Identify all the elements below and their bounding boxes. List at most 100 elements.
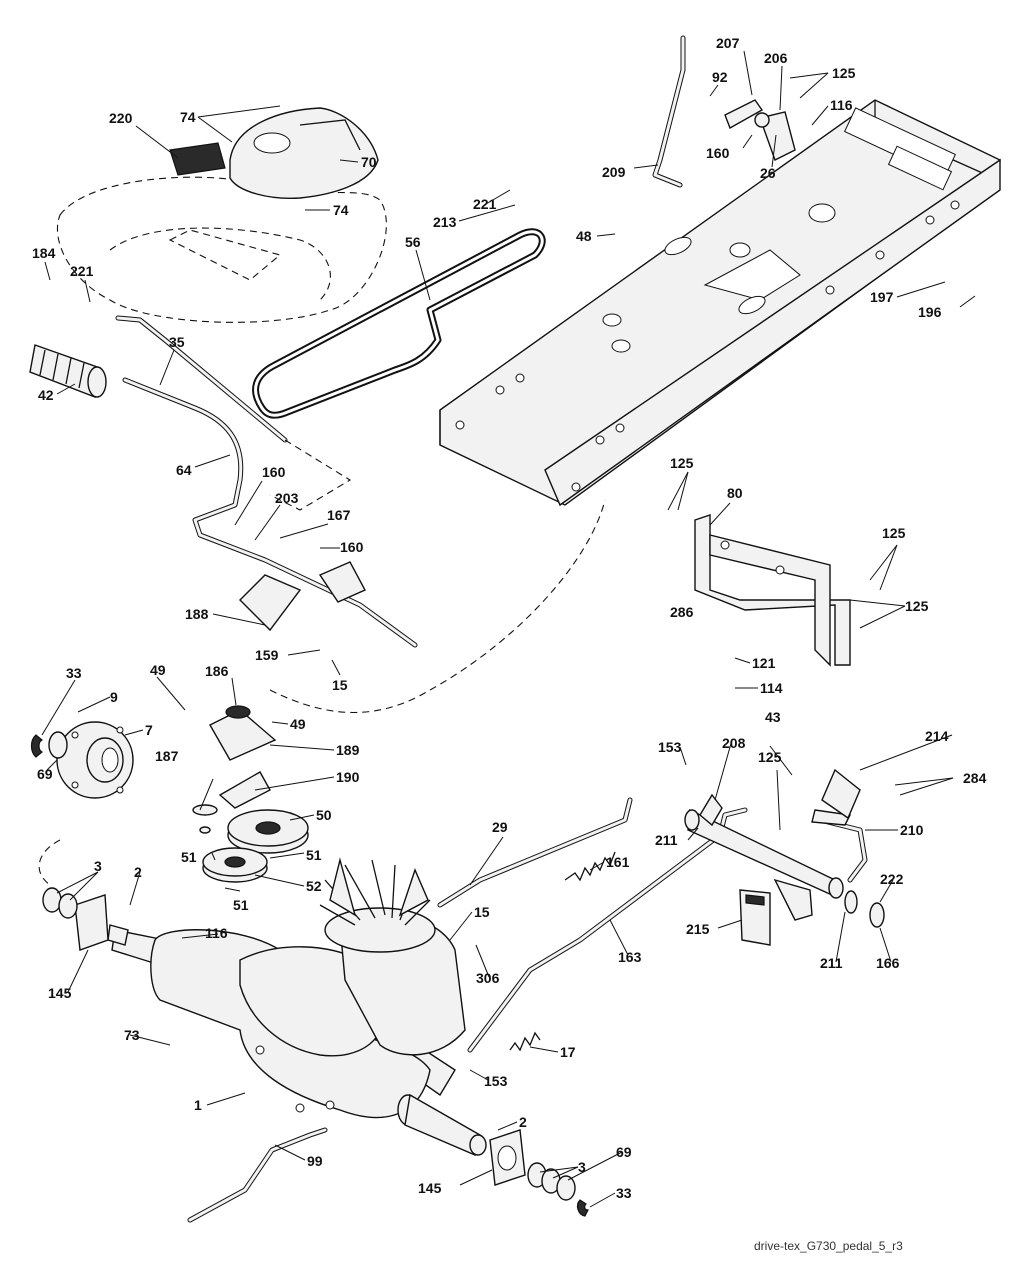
callout-42: 42 — [38, 387, 54, 403]
callout-56: 56 — [405, 234, 421, 250]
callout-187: 187 — [155, 748, 179, 764]
control-rods — [115, 315, 418, 648]
callout-15: 15 — [474, 904, 490, 920]
callout-145: 145 — [48, 985, 72, 1001]
callout-70: 70 — [361, 154, 377, 170]
callout-116: 116 — [830, 97, 853, 113]
callout-51: 51 — [233, 897, 249, 913]
callout-125: 125 — [882, 525, 906, 541]
callout-186: 186 — [205, 663, 229, 679]
callout-1: 1 — [194, 1097, 202, 1113]
callout-215: 215 — [686, 921, 710, 937]
callout-51: 51 — [181, 849, 197, 865]
hood-body — [56, 176, 387, 323]
callout-52: 52 — [306, 878, 322, 894]
callout-3: 3 — [94, 858, 102, 874]
callout-80: 80 — [727, 485, 743, 501]
callout-2: 2 — [519, 1114, 527, 1130]
callout-43: 43 — [765, 709, 781, 725]
callout-211: 211 — [820, 955, 843, 971]
callout-99: 99 — [307, 1153, 323, 1169]
callout-17: 17 — [560, 1044, 576, 1060]
callout-73: 73 — [124, 1027, 140, 1043]
callout-220: 220 — [109, 110, 133, 126]
callout-116: 116 — [205, 925, 228, 941]
callout-207: 207 — [716, 35, 740, 51]
callout-51: 51 — [306, 847, 322, 863]
callout-49: 49 — [150, 662, 166, 678]
bracket-80 — [694, 514, 851, 667]
callout-74: 74 — [333, 202, 349, 218]
callout-210: 210 — [900, 822, 924, 838]
callout-15: 15 — [332, 677, 348, 693]
transaxle — [107, 857, 487, 1156]
callout-64: 64 — [176, 462, 192, 478]
callout-33: 33 — [616, 1185, 632, 1201]
callout-167: 167 — [327, 507, 351, 523]
callout-166: 166 — [876, 955, 900, 971]
callout-125: 125 — [905, 598, 929, 614]
drawing-reference-label: drive-tex_G730_pedal_5_r3 — [754, 1239, 903, 1253]
callout-190: 190 — [336, 769, 360, 785]
callout-203: 203 — [275, 490, 299, 506]
callout-209: 209 — [602, 164, 626, 180]
callout-7: 7 — [145, 722, 153, 738]
callout-125: 125 — [670, 455, 694, 471]
callout-92: 92 — [712, 69, 728, 85]
callout-74: 74 — [180, 109, 196, 125]
callout-26: 26 — [760, 165, 776, 181]
callout-9: 9 — [110, 689, 118, 705]
handle-grip — [29, 344, 107, 398]
drive-belt — [252, 228, 546, 419]
shift-lever — [652, 35, 796, 188]
leader-lines — [41, 50, 976, 1208]
callout-29: 29 — [492, 819, 508, 835]
callout-197: 197 — [870, 289, 894, 305]
callout-160: 160 — [262, 464, 286, 480]
callout-306: 306 — [476, 970, 500, 986]
callout-49: 49 — [290, 716, 306, 732]
decal — [169, 142, 226, 176]
callout-160: 160 — [340, 539, 364, 555]
wheel-hub — [30, 721, 134, 799]
callout-221: 221 — [473, 196, 497, 212]
callout-213: 213 — [433, 214, 457, 230]
callout-208: 208 — [722, 735, 746, 751]
callout-286: 286 — [670, 604, 694, 620]
callout-145: 145 — [418, 1180, 442, 1196]
callout-121: 121 — [752, 655, 776, 671]
dash-panel — [229, 107, 379, 200]
callout-33: 33 — [66, 665, 82, 681]
callout-3: 3 — [578, 1159, 586, 1175]
callout-214: 214 — [925, 728, 949, 744]
callout-50: 50 — [316, 807, 332, 823]
callout-206: 206 — [764, 50, 788, 66]
pedal-assembly — [437, 768, 885, 1053]
callout-125: 125 — [758, 749, 782, 765]
callout-184: 184 — [32, 245, 56, 261]
callout-196: 196 — [918, 304, 942, 320]
callout-284: 284 — [963, 770, 987, 786]
bypass-rod — [187, 1127, 328, 1223]
callout-35: 35 — [169, 334, 185, 350]
callout-114: 114 — [760, 680, 783, 696]
callout-188: 188 — [185, 606, 209, 622]
callout-69: 69 — [37, 766, 53, 782]
callout-211: 211 — [655, 832, 678, 848]
callout-125: 125 — [832, 65, 856, 81]
callout-161: 161 — [606, 854, 630, 870]
callout-189: 189 — [336, 742, 360, 758]
callout-2: 2 — [134, 864, 142, 880]
callout-48: 48 — [576, 228, 592, 244]
cable-path — [38, 439, 606, 886]
callout-labels: 207 206 125 92 116 160 26 209 74 220 70 … — [32, 35, 987, 1201]
callout-160: 160 — [706, 145, 730, 161]
callout-69: 69 — [616, 1144, 632, 1160]
callout-163: 163 — [618, 949, 642, 965]
chassis-frame — [439, 99, 1001, 507]
callout-153: 153 — [658, 739, 682, 755]
callout-222: 222 — [880, 871, 904, 887]
callout-221: 221 — [70, 263, 94, 279]
axle-spacers — [42, 887, 589, 1217]
